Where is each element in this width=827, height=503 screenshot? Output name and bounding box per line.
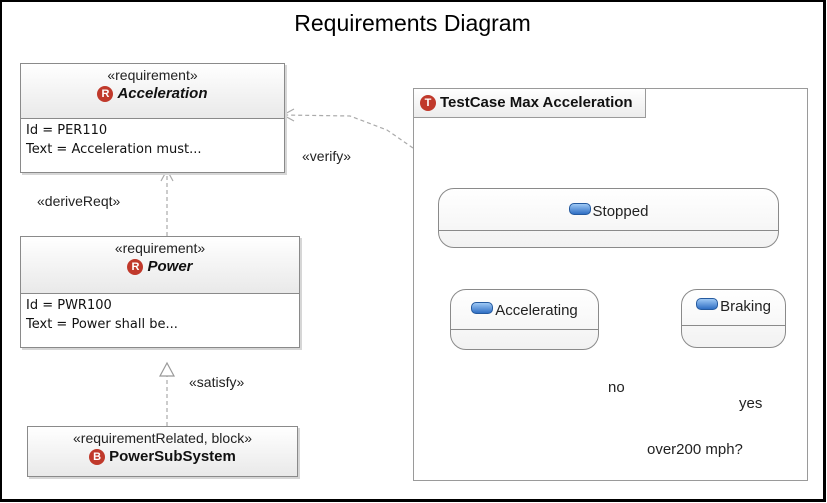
decision-label: over200 mph? (647, 441, 743, 458)
state-divider (439, 230, 778, 231)
requirement-id: Id = PWR100 (26, 298, 112, 313)
requirement-stereotype: «requirement» (107, 67, 198, 83)
requirement-id: Id = PER110 (26, 123, 108, 138)
state-icon (471, 302, 494, 314)
state-accelerating-label-row: Accelerating (451, 302, 598, 319)
verify-label: «verify» (302, 148, 352, 164)
testcase-title: TestCase Max Acceleration (440, 94, 633, 111)
state-braking-label: Braking (720, 298, 771, 315)
satisfy-arrowhead (158, 361, 176, 377)
satisfy-label: «satisfy» (189, 374, 245, 390)
state-stopped[interactable]: Stopped (438, 188, 779, 248)
block-stereotype: «requirementRelated, block» (73, 430, 252, 446)
state-divider (682, 325, 785, 326)
state-accelerating-label: Accelerating (495, 302, 578, 319)
requirement-r-icon: R (97, 86, 114, 102)
requirement-text: Text = Power shall be... (26, 317, 178, 332)
state-braking[interactable]: Braking (681, 289, 786, 348)
guard-yes-label: yes (739, 395, 763, 412)
guard-no-label: no (608, 379, 625, 396)
requirement-r-icon: R (127, 259, 144, 275)
diagram-title: Requirements Diagram (294, 10, 531, 36)
state-icon (696, 298, 719, 310)
requirement-fields: Id = PER110 Text = Acceleration must... (21, 119, 284, 161)
state-divider (451, 329, 598, 330)
requirement-text: Text = Acceleration must... (26, 142, 202, 157)
requirement-name: Power (147, 258, 193, 275)
requirement-name: Acceleration (117, 85, 208, 102)
requirement-stereotype: «requirement» (114, 240, 206, 256)
state-stopped-label: Stopped (592, 203, 649, 220)
state-accelerating[interactable]: Accelerating (450, 289, 599, 350)
block-b-icon: B (89, 449, 106, 465)
state-icon (568, 203, 591, 215)
state-braking-label-row: Braking (682, 298, 785, 315)
verify-connector[interactable] (283, 114, 414, 149)
requirement-fields: Id = PWR100 Text = Power shall be... (21, 294, 299, 336)
state-stopped-label-row: Stopped (439, 203, 778, 220)
block-name: PowerSubSystem (109, 448, 236, 465)
testcase-t-icon: T (420, 95, 436, 111)
derive-label: «deriveReqt» (37, 193, 121, 209)
